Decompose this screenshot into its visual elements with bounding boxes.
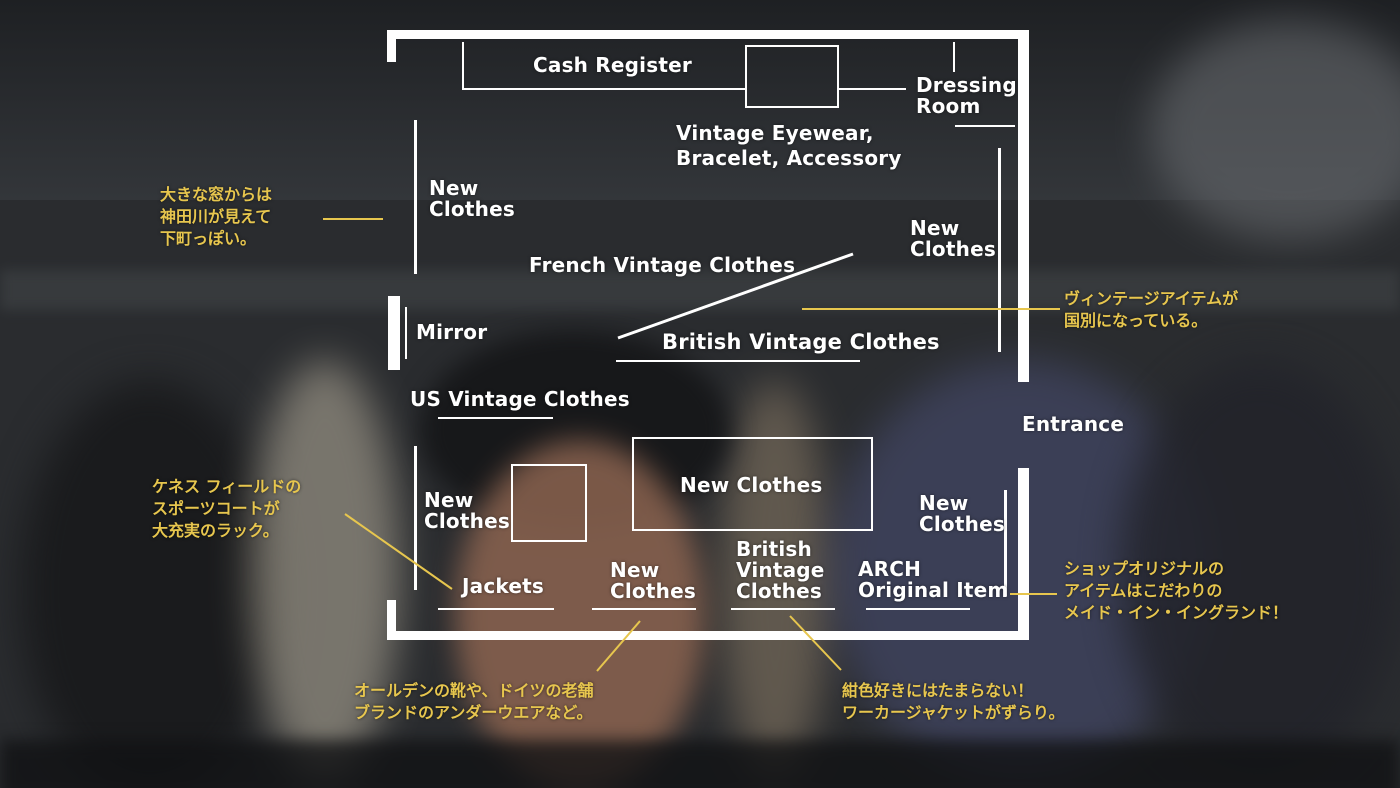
wall-right-lower xyxy=(1018,468,1029,640)
label-cash-register: Cash Register xyxy=(533,53,692,77)
background-shirts-tan xyxy=(720,380,830,780)
dressing-room-wall xyxy=(953,42,955,72)
label-eyewear: Vintage Eyewear, Bracelet, Accessory xyxy=(676,121,902,170)
wall-left-lower xyxy=(387,600,396,640)
label-new-clothes-left-bottom: New Clothes xyxy=(424,488,510,533)
background-jacket-cream xyxy=(250,360,400,780)
rack-us xyxy=(438,417,553,419)
wall-left-upper xyxy=(387,30,396,62)
background-foreground-rail xyxy=(0,740,1400,788)
wall-right-upper xyxy=(1018,30,1029,382)
rack-right-top xyxy=(998,148,1001,352)
rack-british-bottom xyxy=(731,608,835,610)
label-mirror: Mirror xyxy=(416,320,488,344)
counter-left-edge xyxy=(462,42,464,90)
label-dressing-room: Dressing Room xyxy=(916,73,1017,118)
rack-new-bottom xyxy=(592,608,696,610)
display-box xyxy=(511,464,587,542)
label-french-vintage: French Vintage Clothes xyxy=(529,253,796,277)
label-jackets: Jackets xyxy=(462,574,544,598)
rack-french-diagonal xyxy=(617,252,854,340)
background-person-face xyxy=(455,440,705,788)
label-new-clothes-right-bottom: New Clothes xyxy=(919,491,1005,536)
leader-original xyxy=(1010,593,1057,595)
leader-kenneth xyxy=(344,513,453,590)
dressing-room-door xyxy=(955,125,1015,127)
background-jacket-left xyxy=(20,380,280,788)
note-window: 大きな窓からは 神田川が見えて 下町っぽい。 xyxy=(160,185,273,248)
counter-right-front xyxy=(838,88,906,90)
register-box xyxy=(745,45,839,108)
note-vintage-country: ヴィンテージアイテムが 国別になっている。 xyxy=(1064,289,1239,330)
label-british-vintage-bottom: British Vintage Clothes xyxy=(736,537,825,603)
rack-left-bottom xyxy=(414,446,417,590)
label-new-clothes-center: New Clothes xyxy=(680,473,823,497)
note-navy-jackets: 紺色好きにはたまらない！ ワーカージャケットがずらり。 xyxy=(842,681,1065,722)
label-us-vintage: US Vintage Clothes xyxy=(410,387,630,411)
leader-alden xyxy=(596,620,641,672)
leader-navy xyxy=(789,615,842,671)
counter-front xyxy=(462,88,746,90)
rack-right-bottom xyxy=(1004,490,1007,596)
background-window-light xyxy=(1150,20,1400,240)
rack-left-top xyxy=(414,120,417,274)
label-british-vintage: British Vintage Clothes xyxy=(662,330,940,354)
mirror-line xyxy=(405,307,407,359)
label-new-clothes-right-top: New Clothes xyxy=(910,216,996,261)
label-entrance: Entrance xyxy=(1022,412,1125,436)
leader-window xyxy=(323,218,383,220)
wall-left-mirror xyxy=(388,296,400,370)
note-kenneth-field: ケネス フィールドの スポーツコートが 大充実のラック。 xyxy=(152,477,302,540)
label-new-clothes-bottom: New Clothes xyxy=(610,558,696,603)
note-alden-shoes: オールデンの靴や、ドイツの老舗 ブランドのアンダーウエアなど。 xyxy=(354,681,594,722)
rack-british xyxy=(616,360,860,362)
background-jackets-dark xyxy=(1120,360,1400,780)
background-rail xyxy=(0,270,1400,310)
rack-arch xyxy=(866,608,970,610)
label-new-clothes-left-top: New Clothes xyxy=(429,176,515,221)
wall-top xyxy=(387,30,1029,39)
wall-bottom xyxy=(387,631,1029,640)
leader-vintage xyxy=(802,308,1060,310)
table-center xyxy=(632,437,873,531)
note-original-items: ショップオリジナルの アイテムはこだわりの メイド・イン・イングランド！ xyxy=(1064,559,1289,622)
label-arch-item: ARCH Original Item xyxy=(858,557,1009,602)
rack-jackets xyxy=(438,608,554,610)
